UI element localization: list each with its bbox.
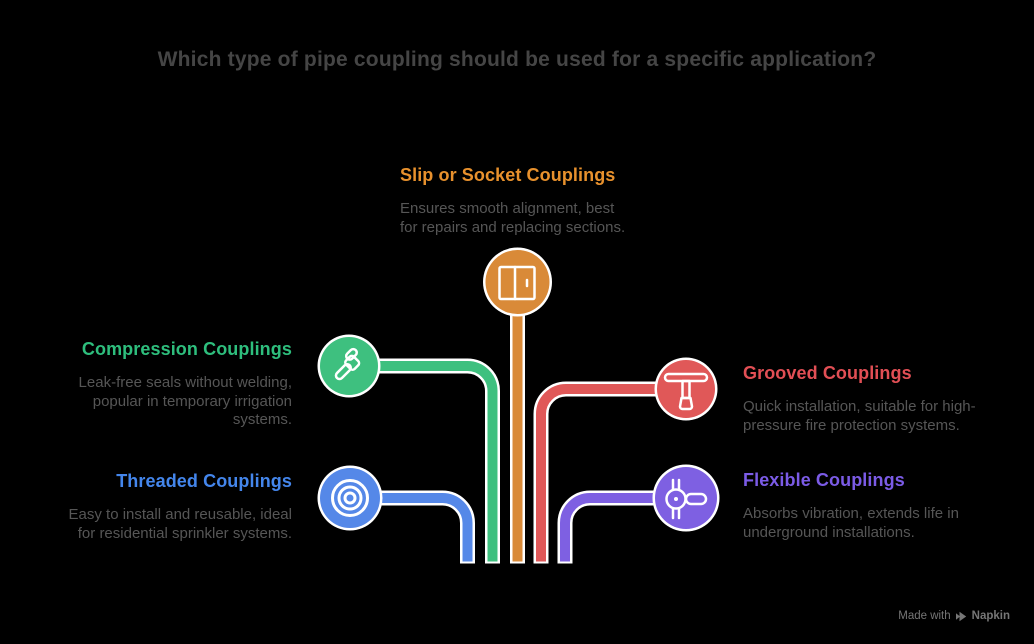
node-desc-threaded: Easy to install and reusable, ideal for … [68, 506, 292, 542]
connectors [349, 280, 686, 564]
node-desc-slip: Ensures smooth alignment, best for repai… [400, 200, 626, 236]
node-block-threaded: Threaded Couplings Easy to install and r… [32, 470, 292, 543]
page-title: Which type of pipe coupling should be us… [157, 48, 877, 71]
node-circle-slip [485, 250, 550, 314]
node-desc-flexible: Absorbs vibration, extends life in under… [743, 505, 959, 541]
watermark-text: Made with [898, 610, 951, 622]
node-title-threaded: Threaded Couplings [116, 471, 292, 491]
ball-joint-fitting-icon [665, 478, 708, 520]
connector-flexible [560, 493, 686, 562]
connector-compression [349, 361, 498, 562]
made-with-napkin-link[interactable]: Made with Napkin [898, 610, 1010, 622]
connector-grooved [536, 384, 686, 562]
napkin-logo-icon [955, 611, 966, 621]
node-title-flexible: Flexible Couplings [743, 470, 905, 490]
connector-threaded [350, 493, 473, 562]
sliding-door-icon [498, 265, 536, 301]
node-title-compression: Compression Couplings [81, 339, 292, 359]
t-handle-wrench-icon [663, 372, 709, 411]
node-circle-threaded [320, 468, 380, 528]
node-block-grooved: Grooved Couplings Quick installation, su… [743, 362, 1003, 435]
node-desc-grooved: Quick installation, suitable for high- p… [743, 398, 976, 434]
node-block-compression: Compression Couplings Leak-free seals wi… [32, 338, 292, 430]
node-title-slip: Slip or Socket Couplings [400, 165, 616, 185]
node-block-flexible: Flexible Couplings Absorbs vibration, ex… [743, 469, 1003, 542]
node-desc-compression: Leak-free seals without welding, popular… [78, 374, 292, 428]
node-block-slip: Slip or Socket Couplings Ensures smooth … [400, 164, 650, 237]
threaded-pipe-end-icon [331, 479, 369, 517]
node-icons [331, 265, 709, 520]
pipe-wrench-icon [334, 347, 361, 381]
watermark-brand: Napkin [971, 610, 1010, 622]
node-title-grooved: Grooved Couplings [743, 363, 912, 383]
